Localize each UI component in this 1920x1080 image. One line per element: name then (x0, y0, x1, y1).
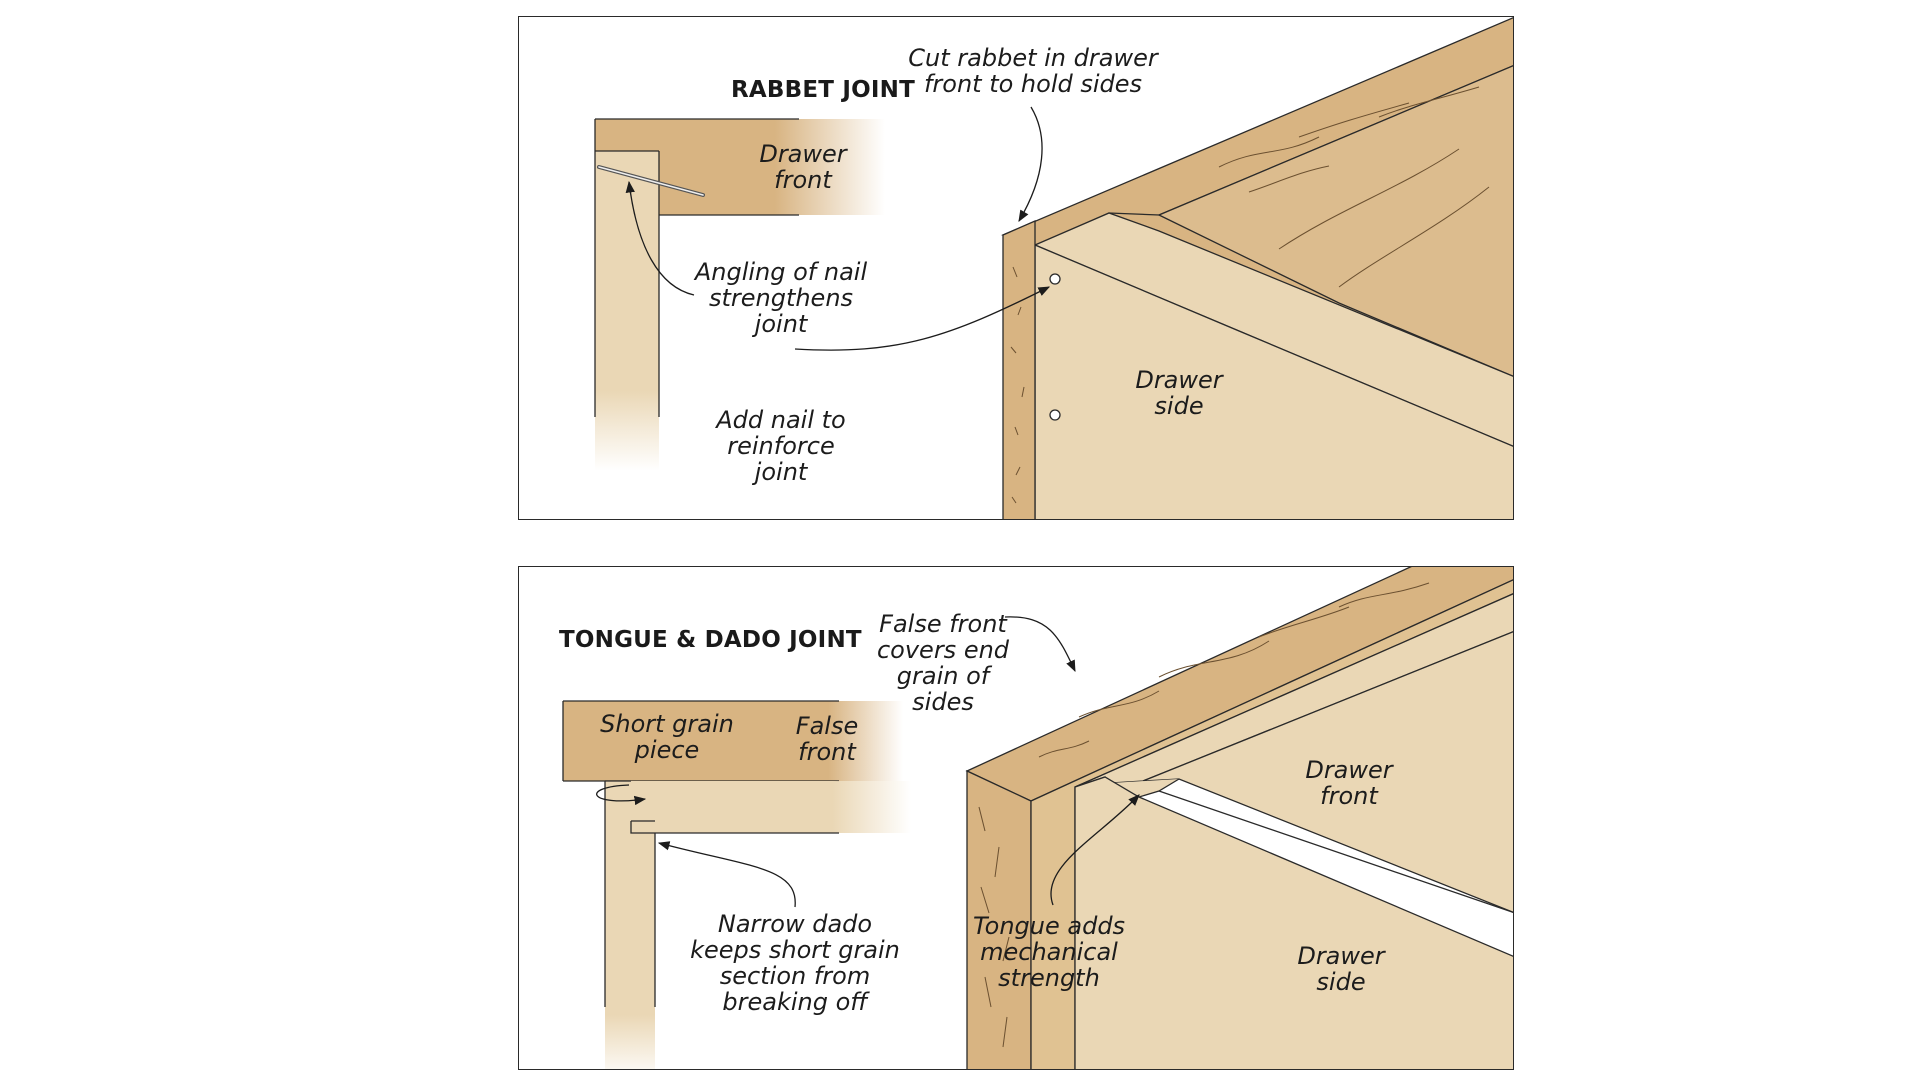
tongue-3d-drawer-side (1074, 776, 1513, 1069)
leader-false-front-covers (1004, 616, 1076, 673)
rabbet-joint-illustration (594, 17, 1513, 519)
tongue-3d-false-front-end (966, 769, 1032, 1069)
label-drawer-side: Drawer side (1135, 366, 1223, 420)
tongue-detail-false-front (562, 700, 903, 782)
rabbet-joint-panel: RABBET JOINT Drawer front Cut rabbet in … (518, 16, 1514, 520)
tongue-dado-joint-panel: TONGUE & DADO JOINT Short grain piece Fa… (518, 566, 1514, 1070)
leader-angling-nail (625, 180, 695, 296)
label-cut-rabbet: Cut rabbet in drawer front to hold sides (908, 44, 1158, 98)
tongue-dado-title: TONGUE & DADO JOINT (559, 627, 862, 653)
leader-add-nail (794, 286, 1051, 351)
rabbet-grain-marks (1010, 86, 1490, 504)
label-false-front: False front (795, 712, 859, 766)
label-drawer-front: Drawer front (759, 140, 847, 194)
leader-short-grain (596, 784, 647, 806)
tongue-detail-drawer-front (630, 781, 911, 834)
nail-hole-icon (1049, 273, 1061, 285)
label-short-grain: Short grain piece (600, 710, 734, 764)
label-drawer-side: Drawer side (1297, 942, 1385, 996)
tongue-detail-drawer-side (604, 780, 656, 1069)
label-drawer-front: Drawer front (1305, 756, 1393, 810)
rabbet-joint-title: RABBET JOINT (731, 77, 915, 103)
rabbet-detail-drawer-side (594, 150, 660, 471)
leader-cut-rabbet (1018, 106, 1043, 223)
nail-hole-icon (1049, 409, 1061, 421)
label-narrow-dado: Narrow dado keeps short grain section fr… (690, 910, 900, 1016)
tongue-dado-illustration (562, 567, 1513, 1069)
leader-narrow-dado (657, 841, 796, 908)
leader-tongue-adds (1050, 794, 1140, 906)
label-add-nail: Add nail to reinforce joint (716, 406, 846, 486)
tongue-3d-side-edge (1158, 790, 1513, 914)
label-false-front-covers: False front covers end grain of sides (876, 610, 1010, 716)
rabbet-3d-end-grain (1002, 220, 1036, 519)
tongue-3d-drawer-front (1142, 631, 1513, 913)
nail-icon (597, 165, 705, 197)
label-angling-nail: Angling of nail strengthens joint (694, 258, 868, 338)
rabbet-3d-drawer-interior (1157, 65, 1513, 377)
label-tongue-adds: Tongue adds mechanical strength (972, 912, 1126, 992)
tongue-grain-marks (978, 582, 1430, 1048)
